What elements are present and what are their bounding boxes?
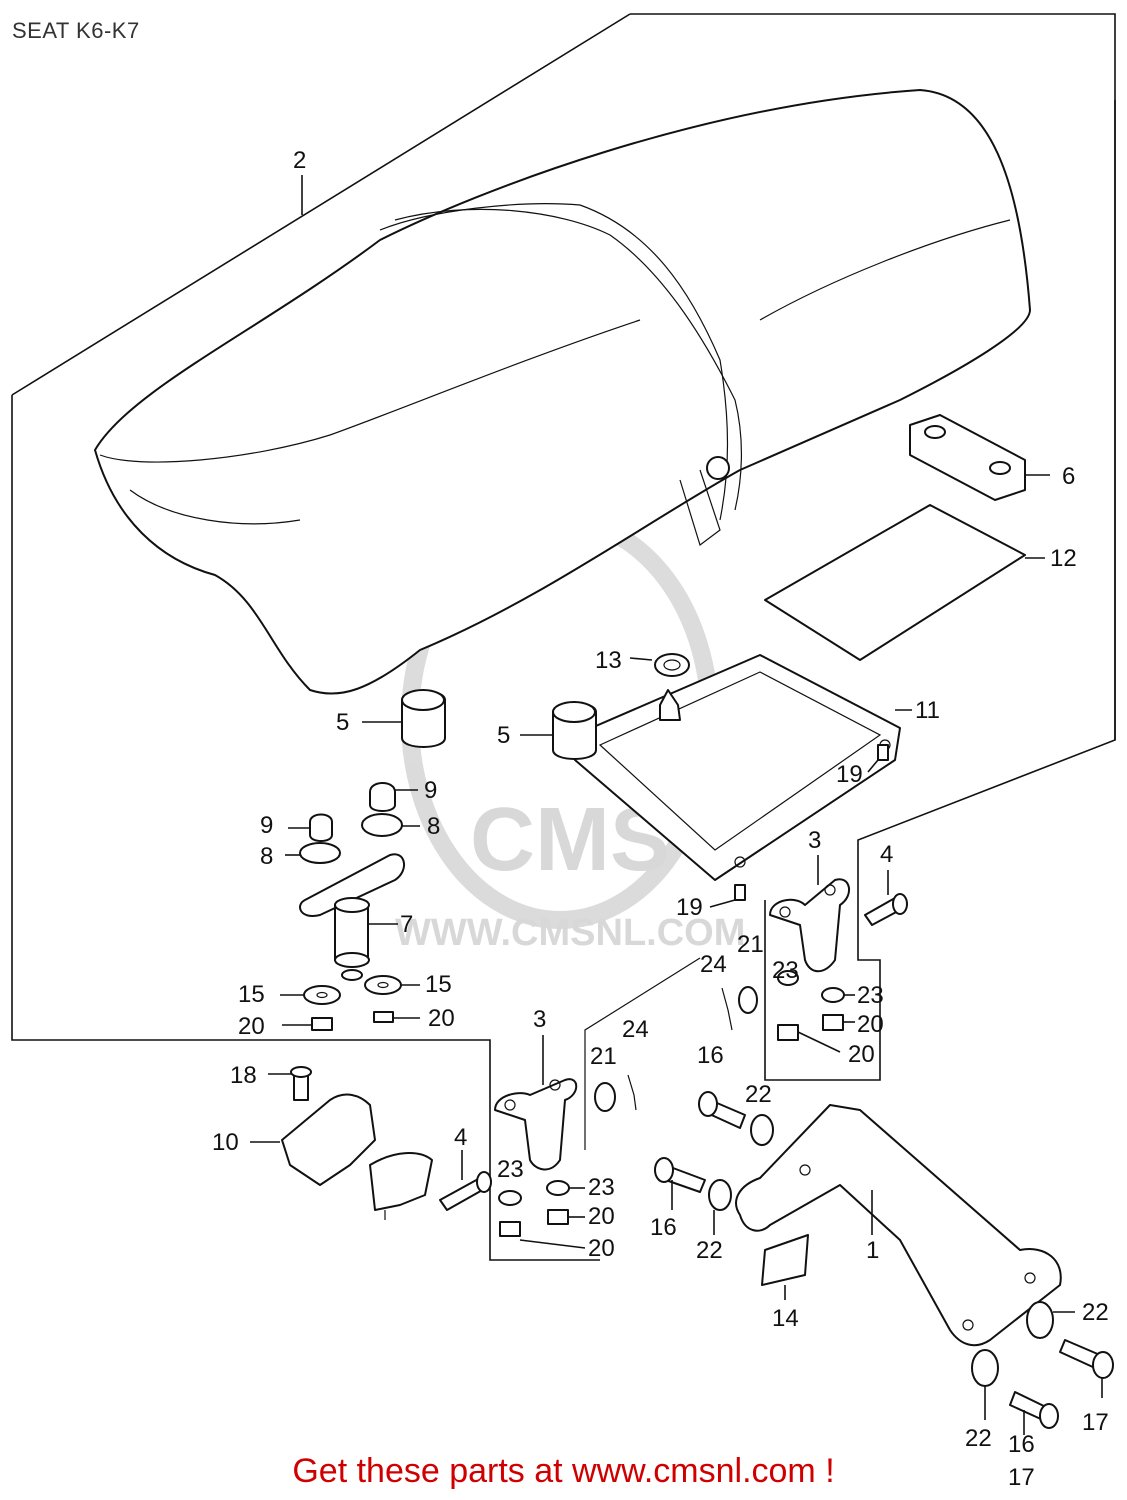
part-10-lock-and-18-screw: [250, 1066, 433, 1220]
part-5-dampers: [362, 689, 597, 760]
lower-mid-hardware: [498, 1074, 637, 1249]
callout-23c: 23: [772, 957, 799, 984]
callout-14: 14: [772, 1305, 799, 1332]
callout-12: 12: [1050, 545, 1077, 572]
page-title: SEAT K6-K7: [12, 18, 140, 43]
watermark-url: WWW.CMSNL.COM: [395, 912, 745, 954]
callout-20f: 20: [848, 1041, 875, 1068]
callout-15a: 15: [238, 981, 265, 1008]
callout-17b: 17: [1008, 1464, 1035, 1491]
callout-2: 2: [293, 147, 306, 174]
part-1-frame: [735, 1104, 1062, 1347]
callout-20c: 20: [588, 1203, 615, 1230]
callout-labels: 2 6 12 13 11 5 5 9 19 9 8 3 4 8 19 7 21 …: [212, 147, 1109, 1491]
callout-19b: 19: [676, 894, 703, 921]
callout-4a: 4: [454, 1124, 467, 1151]
callout-20d: 20: [588, 1235, 615, 1262]
callout-3b: 3: [808, 827, 821, 854]
callout-17a: 17: [1082, 1409, 1109, 1436]
callout-20b: 20: [428, 1005, 455, 1032]
callout-4b: 4: [880, 841, 893, 868]
callout-16a: 16: [697, 1042, 724, 1069]
callout-6: 6: [1062, 463, 1075, 490]
right-bolts-17-washers-22: [971, 1301, 1114, 1435]
right-hardware-group: [721, 970, 855, 1053]
part-6-block: [909, 414, 1050, 501]
callout-16b: 16: [650, 1214, 677, 1241]
part-13-grommet: [629, 653, 690, 721]
part-19-screws: [709, 744, 889, 908]
part-3-lower-bracket: [494, 1035, 578, 1171]
callout-22c: 22: [1082, 1299, 1109, 1326]
part-14-label: [761, 1234, 809, 1300]
callout-21b: 21: [737, 931, 764, 958]
callout-24a: 24: [622, 1016, 649, 1043]
callout-5a: 5: [336, 709, 349, 736]
callout-10: 10: [212, 1129, 239, 1156]
callout-5b: 5: [497, 722, 510, 749]
frame-lines: [11, 13, 1116, 1261]
part-11-tray: [574, 654, 912, 881]
callout-23a: 23: [497, 1156, 524, 1183]
callout-9b: 9: [424, 777, 437, 804]
callout-8b: 8: [427, 813, 440, 840]
callout-1: 1: [866, 1237, 879, 1264]
callout-15b: 15: [425, 971, 452, 998]
callout-8a: 8: [260, 843, 273, 870]
callout-22d: 22: [965, 1425, 992, 1452]
callout-11: 11: [915, 697, 940, 724]
callout-19a: 19: [836, 761, 863, 788]
callout-23b: 23: [588, 1174, 615, 1201]
part-12-sheet: [764, 504, 1045, 661]
callout-9a: 9: [260, 812, 273, 839]
callout-20a: 20: [238, 1013, 265, 1040]
frame-bolts-washers: [654, 1091, 774, 1211]
parts-8-9-left: [285, 782, 420, 864]
part-7-bracket: [299, 853, 405, 981]
callout-18: 18: [230, 1062, 257, 1089]
callout-23d: 23: [857, 982, 884, 1009]
callout-3a: 3: [533, 1006, 546, 1033]
callout-24b: 24: [700, 951, 727, 978]
parts-15-20-washers: [280, 975, 420, 1031]
callout-20e: 20: [857, 1011, 884, 1038]
seat-assembly: [94, 89, 1031, 695]
callout-22b: 22: [696, 1237, 723, 1264]
callout-7: 7: [400, 911, 413, 938]
callout-21a: 21: [590, 1043, 617, 1070]
parts-banner[interactable]: Get these parts at www.cmsnl.com !: [292, 1452, 835, 1490]
callout-16c: 16: [1008, 1431, 1035, 1458]
part-4-bolts: [439, 870, 908, 1211]
part-3-upper-bracket: [769, 855, 850, 973]
callout-22a: 22: [745, 1081, 772, 1108]
callout-13: 13: [595, 647, 622, 674]
